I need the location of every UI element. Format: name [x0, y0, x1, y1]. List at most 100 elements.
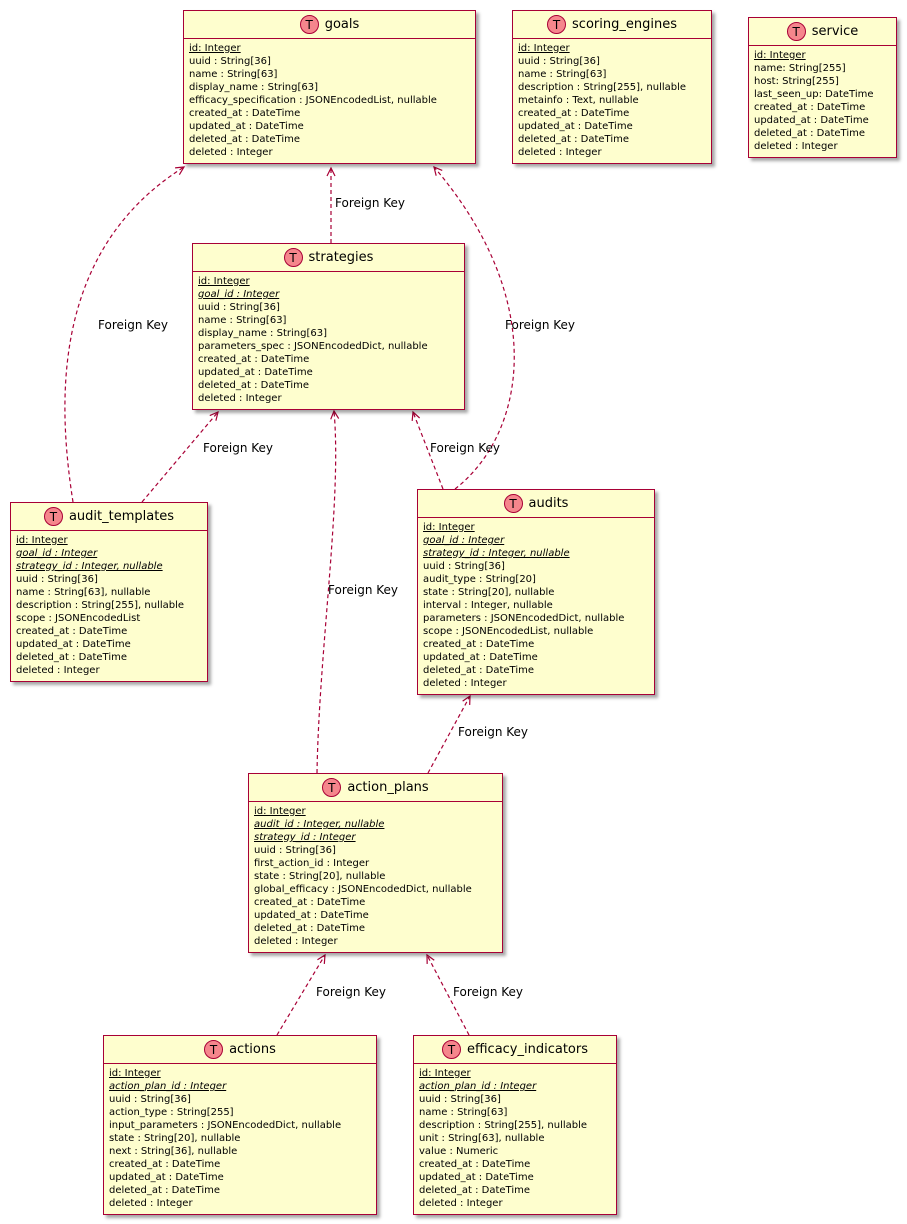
foreign-key-label: Foreign Key: [458, 725, 528, 739]
foreign-key-label: Foreign Key: [328, 583, 398, 597]
table-field: updated_at : DateTime: [198, 367, 313, 378]
foreign-key-label: Foreign Key: [335, 196, 405, 210]
table-field: id: Integer: [254, 806, 306, 817]
table-field: updated_at : DateTime: [16, 639, 131, 650]
table-fields: id: Integer goal_id : Integer strategy_id …: [418, 518, 654, 694]
table-field: description : String[255], nullable: [419, 1120, 588, 1131]
table-field: created_at : DateTime: [423, 639, 535, 650]
table-field: id: Integer: [198, 276, 250, 287]
table-field: created_at : DateTime: [16, 626, 128, 637]
table-field: deleted_at : DateTime: [754, 128, 866, 139]
table-field: last_seen_up: DateTime: [754, 89, 874, 100]
table-field: name : String[63]: [189, 69, 278, 80]
table-field: deleted : Integer: [198, 393, 282, 404]
table-field: uuid : String[36]: [16, 574, 98, 585]
table-field: uuid : String[36]: [254, 845, 336, 856]
table-field: created_at : DateTime: [754, 102, 866, 113]
table-field: deleted_at : DateTime: [423, 665, 535, 676]
table-field: deleted : Integer: [189, 147, 273, 158]
table-field: goal_id : Integer: [423, 535, 505, 546]
table-field: unit : String[63], nullable: [419, 1133, 545, 1144]
table-field: efficacy_specification : JSONEncodedList…: [189, 95, 437, 106]
table-field: uuid : String[36]: [419, 1094, 501, 1105]
table-field: updated_at : DateTime: [254, 910, 369, 921]
table-field: updated_at : DateTime: [189, 121, 304, 132]
table-field: deleted : Integer: [754, 141, 838, 152]
table-field: updated_at : DateTime: [754, 115, 869, 126]
table-name: scoring_engines: [572, 17, 677, 32]
foreign-key-label: Foreign Key: [316, 985, 386, 999]
table-field: created_at : DateTime: [518, 108, 630, 119]
table-type-icon: T: [503, 494, 523, 513]
table-field: host: String[255]: [754, 76, 839, 87]
table-field: parameters_spec : JSONEncodedDict, nulla…: [198, 341, 428, 352]
table-field: uuid : String[36]: [189, 56, 271, 67]
table-field: created_at : DateTime: [189, 108, 301, 119]
table-field: goal_id : Integer: [16, 548, 98, 559]
table-field: deleted_at : DateTime: [419, 1185, 531, 1196]
table-type-icon: T: [441, 1040, 461, 1059]
table-field: deleted_at : DateTime: [518, 134, 630, 145]
foreign-key-label: Foreign Key: [505, 318, 575, 332]
table-field: action_plan_id : Integer: [109, 1081, 227, 1092]
table-name: audits: [528, 496, 569, 511]
table-field: uuid : String[36]: [109, 1094, 191, 1105]
table-fields: id: Integer action_plan_id : Integer uuid …: [104, 1064, 376, 1214]
table-field: parameters : JSONEncodedDict, nullable: [423, 613, 625, 624]
foreign-key-label: Foreign Key: [98, 318, 168, 332]
relation-action_plans-to-audits: [427, 694, 471, 774]
table-field: strategy_id : Integer, nullable: [423, 548, 570, 559]
table-field: strategy_id : Integer: [254, 832, 356, 843]
table-field: id: Integer: [109, 1068, 161, 1079]
table-name: actions: [229, 1042, 276, 1057]
table-field: deleted_at : DateTime: [189, 134, 301, 145]
table-field: created_at : DateTime: [254, 897, 366, 908]
relation-efficacy_indicators-to-action_plans: [426, 953, 470, 1036]
table-field: name : String[63], nullable: [16, 587, 151, 598]
table-field: audit_id : Integer, nullable: [254, 819, 385, 830]
table-field: deleted_at : DateTime: [109, 1185, 221, 1196]
table-type-icon: T: [43, 507, 63, 526]
table-field: name: String[255]: [754, 63, 846, 74]
foreign-key-label: Foreign Key: [203, 441, 273, 455]
table-field: next : String[36], nullable: [109, 1146, 238, 1157]
table-field: description : String[255], nullable: [518, 82, 687, 93]
table-field: state : String[20], nullable: [423, 587, 555, 598]
table-field: uuid : String[36]: [518, 56, 600, 67]
table-field: metainfo : Text, nullable: [518, 95, 639, 106]
table-field: deleted : Integer: [423, 678, 507, 689]
relation-action_plans-to-strategies: [316, 409, 340, 774]
table-name: action_plans: [347, 780, 429, 795]
relation-audit_templates-to-strategies: [141, 410, 219, 503]
table-field: description : String[255], nullable: [16, 600, 185, 611]
table-field: scope : JSONEncodedList: [16, 613, 141, 624]
relation-actions-to-action_plans: [276, 953, 326, 1036]
table-field: input_parameters : JSONEncodedDict, null…: [109, 1120, 342, 1131]
table-field: display_name : String[63]: [198, 328, 327, 339]
table-field: deleted : Integer: [16, 665, 100, 676]
table-fields: id: Integer audit_id : Integer, nullable s…: [249, 802, 502, 952]
table-field: action_type : String[255]: [109, 1107, 234, 1118]
table-field: id: Integer: [16, 535, 68, 546]
table-type-icon: T: [786, 22, 806, 41]
table-field: deleted : Integer: [109, 1198, 193, 1209]
table-field: interval : Integer, nullable: [423, 600, 553, 611]
table-field: created_at : DateTime: [109, 1159, 221, 1170]
table-field: id: Integer: [423, 522, 475, 533]
table-field: action_plan_id : Integer: [419, 1081, 537, 1092]
